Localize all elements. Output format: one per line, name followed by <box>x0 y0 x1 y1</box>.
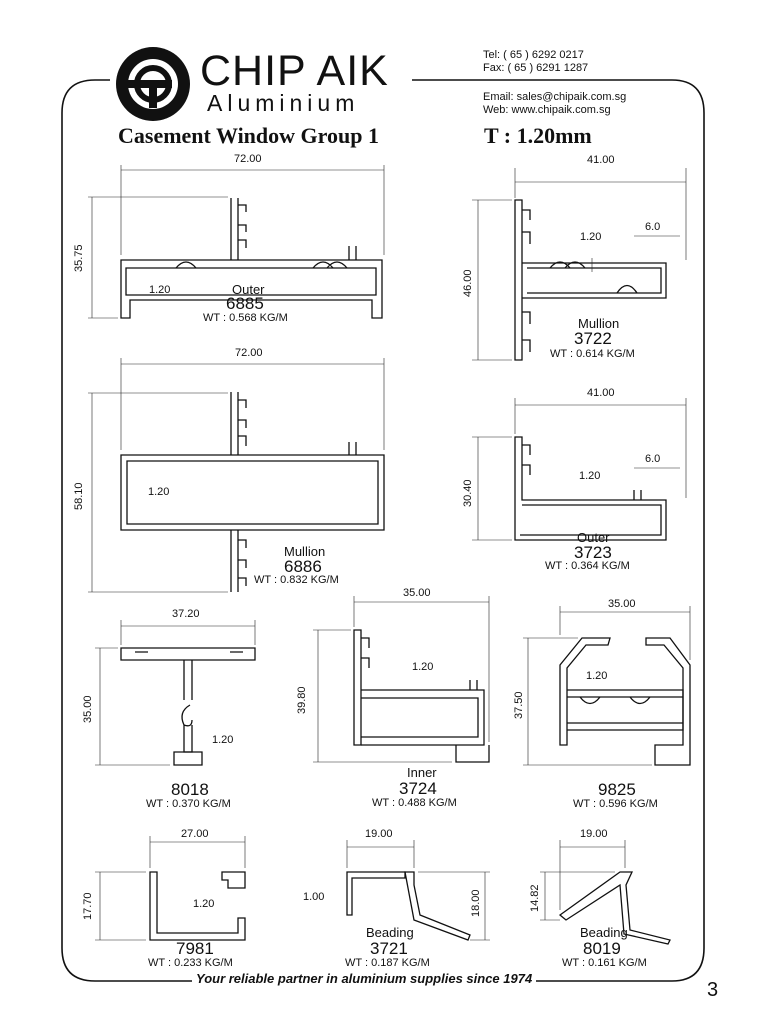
dim-width-8019: 19.00 <box>580 828 608 840</box>
profile-name-3721: Beading <box>366 925 414 940</box>
dim-flange-3723: 6.0 <box>645 453 661 465</box>
brand-subtitle: Aluminium <box>207 90 360 116</box>
contact-tel: Tel: ( 65 ) 6292 0217 <box>483 49 584 61</box>
dim-height-8019: 14.82 <box>529 884 541 912</box>
dim-height-3722: 46.00 <box>462 269 474 297</box>
profile-name-3723: Outer <box>577 530 610 545</box>
dim-height-3723: 30.40 <box>462 479 474 507</box>
profile-code-9825: 9825 <box>598 780 636 799</box>
profile-8018-drawing <box>95 620 256 766</box>
dim-thick-3721: 1.00 <box>303 891 325 903</box>
profile-weight-3721: WT : 0.187 KG/M <box>345 957 430 969</box>
profile-code-3724: 3724 <box>399 779 437 798</box>
dim-thick-8018: 1.20 <box>212 734 234 746</box>
profile-name-6886: Mullion <box>284 544 326 559</box>
dim-thick-6885: 1.20 <box>149 284 171 296</box>
dim-height-3721: 18.00 <box>470 889 482 917</box>
profile-weight-3724: WT : 0.488 KG/M <box>372 797 457 809</box>
contact-web: Web: www.chipaik.com.sg <box>483 104 611 116</box>
profile-weight-8019: WT : 0.161 KG/M <box>562 957 647 969</box>
chip-aik-logo-icon <box>116 47 190 121</box>
contact-fax: Fax: ( 65 ) 6291 1287 <box>483 62 589 74</box>
dim-width-9825: 35.00 <box>608 598 636 610</box>
profile-code-7981: 7981 <box>176 939 214 958</box>
dim-thick-3724: 1.20 <box>412 661 434 673</box>
profile-weight-6886: WT : 0.832 KG/M <box>254 574 339 586</box>
page-number: 3 <box>707 979 719 1001</box>
dim-width-3723: 41.00 <box>587 387 615 399</box>
dim-height-7981: 17.70 <box>82 892 94 920</box>
profile-6885-drawing <box>88 165 385 319</box>
profile-3722-drawing <box>472 168 687 361</box>
profile-name-3724: Inner <box>407 765 437 780</box>
dim-width-6886: 72.00 <box>235 347 263 359</box>
dim-thick-9825: 1.20 <box>586 670 608 682</box>
profile-3724-drawing <box>313 596 490 763</box>
dim-height-8018: 35.00 <box>82 695 94 723</box>
dim-width-8018: 37.20 <box>172 608 200 620</box>
profile-code-3723: 3723 <box>574 543 612 562</box>
dim-flange-3722: 6.0 <box>645 221 661 233</box>
brand-name: CHIP AIK <box>200 47 389 95</box>
dim-thick-3723: 1.20 <box>579 470 601 482</box>
page-title: Casement Window Group 1 <box>118 123 379 148</box>
contact-email: Email: sales@chipaik.com.sg <box>483 91 627 103</box>
profile-weight-3722: WT : 0.614 KG/M <box>550 348 635 360</box>
thickness-label: T : 1.20mm <box>484 123 592 148</box>
profile-9825-drawing <box>523 606 691 766</box>
profile-weight-7981: WT : 0.233 KG/M <box>148 957 233 969</box>
profile-weight-3723: WT : 0.364 KG/M <box>545 560 630 572</box>
dim-thick-6886: 1.20 <box>148 486 170 498</box>
dim-width-3721: 19.00 <box>365 828 393 840</box>
dim-height-6885: 35.75 <box>73 244 85 272</box>
profile-code-6886: 6886 <box>284 557 322 576</box>
dim-height-3724: 39.80 <box>296 686 308 714</box>
dim-height-6886: 58.10 <box>73 482 85 510</box>
profile-3721-drawing <box>346 840 490 941</box>
dim-thick-7981: 1.20 <box>193 898 215 910</box>
profile-name-8019: Beading <box>580 925 628 940</box>
profile-weight-6885: WT : 0.568 KG/M <box>203 312 288 324</box>
profile-name-3722: Mullion <box>578 316 620 331</box>
profile-6886-drawing <box>88 358 385 593</box>
profile-code-3722: 3722 <box>574 329 612 348</box>
profile-code-8019: 8019 <box>583 939 621 958</box>
dim-width-3722: 41.00 <box>587 154 615 166</box>
dim-width-7981: 27.00 <box>181 828 209 840</box>
profile-name-6885: Outer <box>232 282 265 297</box>
profile-code-8018: 8018 <box>171 780 209 799</box>
profile-code-6885: 6885 <box>226 294 264 313</box>
footer-tagline: Your reliable partner in aluminium suppl… <box>192 972 537 985</box>
dim-width-6885: 72.00 <box>234 153 262 165</box>
profile-weight-8018: WT : 0.370 KG/M <box>146 798 231 810</box>
profile-code-3721: 3721 <box>370 939 408 958</box>
profile-7981-drawing <box>95 836 246 941</box>
profile-3723-drawing <box>472 398 687 541</box>
profile-8019-drawing <box>540 840 671 945</box>
dim-width-3724: 35.00 <box>403 587 431 599</box>
dim-thick-3722: 1.20 <box>580 231 602 243</box>
profile-weight-9825: WT : 0.596 KG/M <box>573 798 658 810</box>
dim-height-9825: 37.50 <box>513 691 525 719</box>
